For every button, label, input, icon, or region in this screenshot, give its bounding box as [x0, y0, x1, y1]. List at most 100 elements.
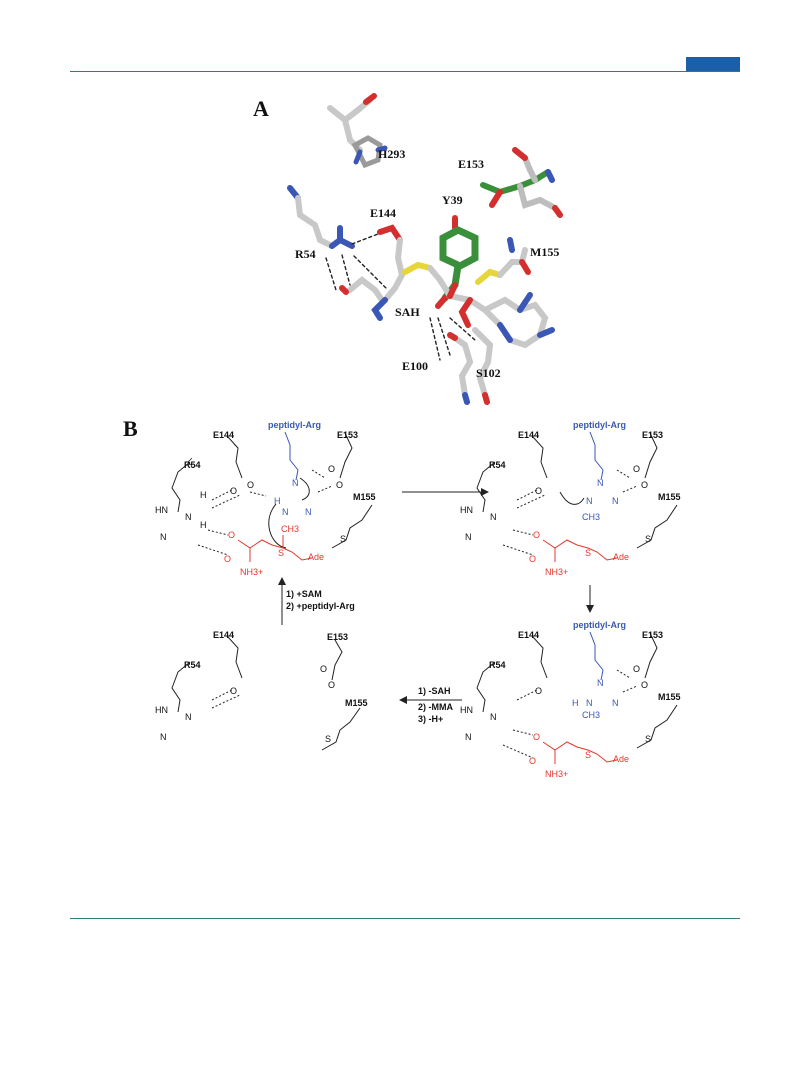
- svg-text:N: N: [612, 698, 619, 708]
- residue-r54-sticks: [287, 185, 385, 303]
- label-e144: E144: [370, 206, 396, 220]
- svg-text:S: S: [278, 548, 284, 558]
- residue-e100-sticks: [447, 332, 474, 405]
- label-sah: SAH: [395, 305, 420, 319]
- svg-text:N: N: [586, 698, 593, 708]
- footer-rule: [70, 918, 740, 919]
- svg-text:O: O: [535, 686, 542, 696]
- step-left-line2: 2) -MMA: [418, 702, 453, 712]
- step-left-line3: 3) -H+: [418, 714, 443, 724]
- residue-e144-sticks: [371, 224, 406, 321]
- svg-text:N: N: [465, 532, 472, 542]
- label-r54: R54: [295, 247, 316, 261]
- svg-text:O: O: [247, 480, 254, 490]
- svg-text:N: N: [305, 507, 312, 517]
- panel-a-hbonds: [325, 233, 476, 361]
- svg-text:S: S: [325, 734, 331, 744]
- svg-text:H: H: [572, 698, 579, 708]
- svg-text:N: N: [185, 712, 192, 722]
- label-e153: E153: [458, 157, 484, 171]
- step-up-line1: 1) +SAM: [286, 589, 322, 599]
- s1-ch3: CH3: [281, 524, 299, 534]
- s1-nh3: NH3+: [240, 567, 263, 577]
- scheme-1-labels: E144 E153 R54 M155 peptidyl-Arg Ade CH3 …: [155, 420, 376, 577]
- header-tab: [686, 57, 740, 71]
- s1-e144: E144: [213, 430, 234, 440]
- s1-peptidyl-arg: peptidyl-Arg: [268, 420, 321, 430]
- label-s102: S102: [476, 366, 501, 380]
- svg-text:O: O: [641, 480, 648, 490]
- residue-y39-sticks: [435, 215, 479, 309]
- s3-peptidyl-arg: peptidyl-Arg: [573, 620, 626, 630]
- svg-text:N: N: [586, 496, 593, 506]
- svg-text:O: O: [230, 486, 237, 496]
- s1-e153: E153: [337, 430, 358, 440]
- svg-text:N: N: [292, 478, 299, 488]
- s4-e144: E144: [213, 630, 234, 640]
- label-m155: M155: [530, 245, 559, 259]
- s3-e144: E144: [518, 630, 539, 640]
- s1-ade: Ade: [308, 552, 324, 562]
- scheme-3-labels: E144 E153 R54 M155 peptidyl-Arg Ade CH3 …: [460, 620, 681, 779]
- svg-text:N: N: [490, 712, 497, 722]
- residue-s102-sticks: [472, 327, 494, 405]
- scheme-3: [476, 631, 678, 764]
- s2-e153: E153: [642, 430, 663, 440]
- svg-text:O: O: [529, 554, 536, 564]
- svg-text:N: N: [490, 512, 497, 522]
- svg-text:N: N: [612, 496, 619, 506]
- svg-text:O: O: [533, 732, 540, 742]
- step-up-line2: 2) +peptidyl-Arg: [286, 601, 355, 611]
- svg-text:O: O: [320, 664, 327, 674]
- svg-text:HN: HN: [155, 705, 168, 715]
- s3-nh3: NH3+: [545, 769, 568, 779]
- svg-text:O: O: [230, 686, 237, 696]
- svg-text:O: O: [328, 464, 335, 474]
- panel-b-label: B: [123, 416, 138, 441]
- scheme-2-labels: E144 E153 R54 M155 peptidyl-Arg Ade CH3 …: [460, 420, 681, 577]
- svg-text:O: O: [224, 554, 231, 564]
- svg-text:O: O: [336, 480, 343, 490]
- svg-text:N: N: [597, 678, 604, 688]
- s4-m155: M155: [345, 698, 368, 708]
- s4-e153: E153: [327, 632, 348, 642]
- svg-text:N: N: [160, 532, 167, 542]
- residue-h293-sticks: [327, 93, 388, 169]
- s4-r54: R54: [184, 660, 201, 670]
- svg-text:S: S: [585, 750, 591, 760]
- svg-text:O: O: [633, 664, 640, 674]
- svg-text:O: O: [535, 486, 542, 496]
- svg-text:N: N: [465, 732, 472, 742]
- sah-sticks: [402, 261, 555, 349]
- s3-ade: Ade: [613, 754, 629, 764]
- svg-text:N: N: [282, 507, 289, 517]
- svg-text:S: S: [340, 534, 346, 544]
- step-up-labels: 1) +SAM 2) +peptidyl-Arg: [286, 589, 355, 611]
- label-h293: H293: [378, 147, 405, 161]
- svg-text:S: S: [585, 548, 591, 558]
- header-rule: [70, 71, 740, 72]
- s1-r54: R54: [184, 460, 201, 470]
- panel-a-labels: H293 E153 Y39 E144 R54 M155 SAH E100 S10…: [295, 147, 559, 380]
- panel-a-label: A: [253, 96, 269, 121]
- s3-ch3: CH3: [582, 710, 600, 720]
- svg-text:O: O: [633, 464, 640, 474]
- svg-text:HN: HN: [460, 505, 473, 515]
- svg-text:H: H: [274, 496, 281, 506]
- s1-m155: M155: [353, 492, 376, 502]
- s2-m155: M155: [658, 492, 681, 502]
- s2-r54: R54: [489, 460, 506, 470]
- svg-text:H: H: [200, 490, 207, 500]
- s2-peptidyl-arg: peptidyl-Arg: [573, 420, 626, 430]
- svg-text:O: O: [641, 680, 648, 690]
- step-left-labels: 1) -SAH 2) -MMA 3) -H+: [418, 686, 453, 724]
- s2-nh3: NH3+: [545, 567, 568, 577]
- scheme-2: [476, 431, 678, 562]
- s3-m155: M155: [658, 692, 681, 702]
- scheme-4-labels: E144 E153 R54 M155 O HN N N O O S: [155, 630, 368, 744]
- panel-a-structure: [287, 93, 563, 405]
- svg-text:S: S: [645, 534, 651, 544]
- svg-text:N: N: [597, 478, 604, 488]
